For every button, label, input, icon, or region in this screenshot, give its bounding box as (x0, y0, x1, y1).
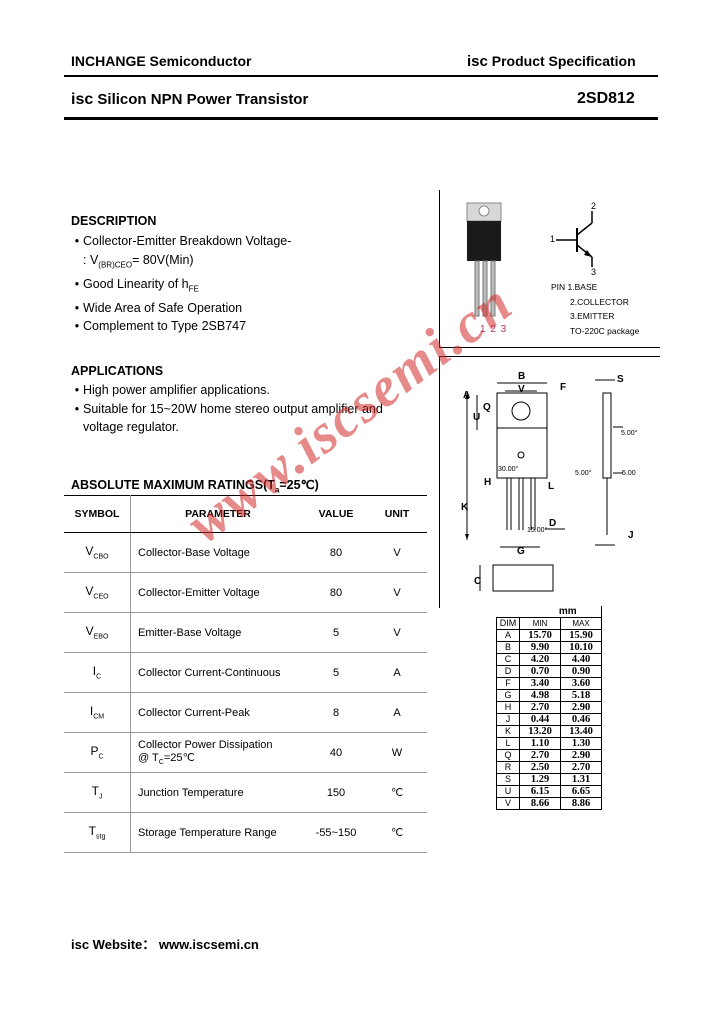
angle-label: 30.00° (498, 466, 519, 473)
isc-brand: isc (71, 91, 94, 108)
dim-label-l: L (548, 481, 555, 492)
col-parameter: PARAMETER (130, 495, 305, 533)
spec-text: Product Specification (491, 53, 636, 69)
pin-numbers: 1 2 3 (480, 324, 507, 335)
dim-label-h: H (484, 477, 492, 488)
col-unit: UNIT (367, 495, 427, 533)
part-number: 2SD812 (577, 90, 635, 107)
website-link[interactable]: www.iscsemi.cn (158, 937, 259, 952)
angle-label: 5.00 (622, 470, 636, 477)
description-title: DESCRIPTION (71, 214, 157, 228)
pinout-frame-left (439, 190, 440, 347)
col-max: MAX (560, 617, 602, 630)
spec-label: isc Product Specification (467, 53, 636, 70)
applications-title: APPLICATIONS (71, 364, 164, 378)
dim-label-f: F (560, 382, 567, 393)
col-min: MIN (519, 617, 561, 630)
angle-label: 5.00° (575, 470, 592, 477)
list-item: voltage regulator. (83, 420, 179, 434)
node-1: 1 (550, 234, 556, 244)
isc-brand: isc (467, 53, 488, 70)
company-name: INCHANGE Semiconductor (71, 53, 252, 69)
dim-label-a: A (463, 390, 471, 401)
footer: isc Website： www.iscsemi.cn (71, 934, 259, 953)
dim-label-u: U (473, 412, 481, 423)
node-3: 3 (591, 267, 597, 277)
table-row: Tstg Storage Temperature Range -55~150 ℃ (64, 812, 427, 853)
dim-label-s: S (617, 374, 624, 385)
title-text: Silicon NPN Power Transistor (97, 91, 309, 108)
pin-legend: PIN 1.BASE 2.COLLECTOR 3.EMITTER TO-220C… (551, 282, 640, 336)
col-value: VALUE (305, 495, 367, 533)
unit-header: mm (496, 606, 602, 618)
list-item: : V(BR)CEO= 80V(Min) (83, 252, 194, 270)
dim-label-b: B (518, 371, 526, 382)
drawing-frame-left (439, 356, 440, 608)
ratings-title: ABSOLUTE MAXIMUM RATINGS(Ta=25℃) (71, 478, 319, 495)
list-item: •Collector-Emitter Breakdown Voltage- (74, 234, 292, 248)
list-item: •High power amplifier applications. (74, 383, 270, 397)
dim-label-g: G (517, 546, 525, 557)
table-row: TJ Junction Temperature 150 ℃ (64, 772, 427, 813)
pinout-frame-bottom (439, 347, 660, 348)
dim-label-q: Q (483, 402, 491, 413)
applications-list: •High power amplifier applications. •Sui… (71, 381, 431, 437)
table-row: ICM Collector Current-Peak 8 A (64, 692, 427, 733)
col-dim: DIM (496, 617, 520, 630)
col-symbol: SYMBOL (64, 495, 131, 533)
list-item: •Wide Area of Safe Operation (74, 300, 243, 315)
dim-label-k: K (461, 502, 469, 513)
tab-outline (496, 392, 548, 429)
angle-label: 5.00° (621, 430, 638, 437)
drawing-frame-top (439, 356, 660, 357)
body-shape (467, 221, 501, 261)
dim-label-v: V (518, 384, 525, 395)
document-title: isc Silicon NPN Power Transistor (71, 91, 308, 109)
ratings-table: SYMBOL PARAMETER VALUE UNIT VCBO Collect… (64, 495, 427, 853)
description-list: •Collector-Emitter Breakdown Voltage- : … (71, 232, 431, 336)
list-item: •Complement to Type 2SB747 (74, 319, 247, 333)
list-item: •Good Linearity of hFE (74, 276, 199, 294)
package-photo (466, 202, 593, 317)
table-row: VCBO Collector-Base Voltage 80 V (64, 532, 427, 573)
table-row: VEBO Emitter-Base Voltage 5 V (64, 612, 427, 653)
dim-label-c: C (474, 576, 482, 587)
angle-label: 15.00° (527, 527, 548, 534)
dim-label-j: J (628, 530, 634, 541)
footer-label: isc Website： (71, 937, 156, 952)
title-rule (64, 117, 658, 120)
table-row: PC Collector Power Dissipation@ TC=25℃ 4… (64, 732, 427, 773)
table-row: IC Collector Current-Continuous 5 A (64, 652, 427, 693)
header-rule (64, 75, 658, 77)
node-2: 2 (591, 201, 597, 211)
package-outline-drawing (465, 379, 623, 592)
list-item: •Suitable for 15~20W home stereo output … (74, 401, 383, 416)
table-row: VCEO Collector-Emitter Voltage 80 V (64, 572, 427, 613)
body-outline (496, 427, 548, 479)
dim-label-d: D (549, 518, 557, 529)
